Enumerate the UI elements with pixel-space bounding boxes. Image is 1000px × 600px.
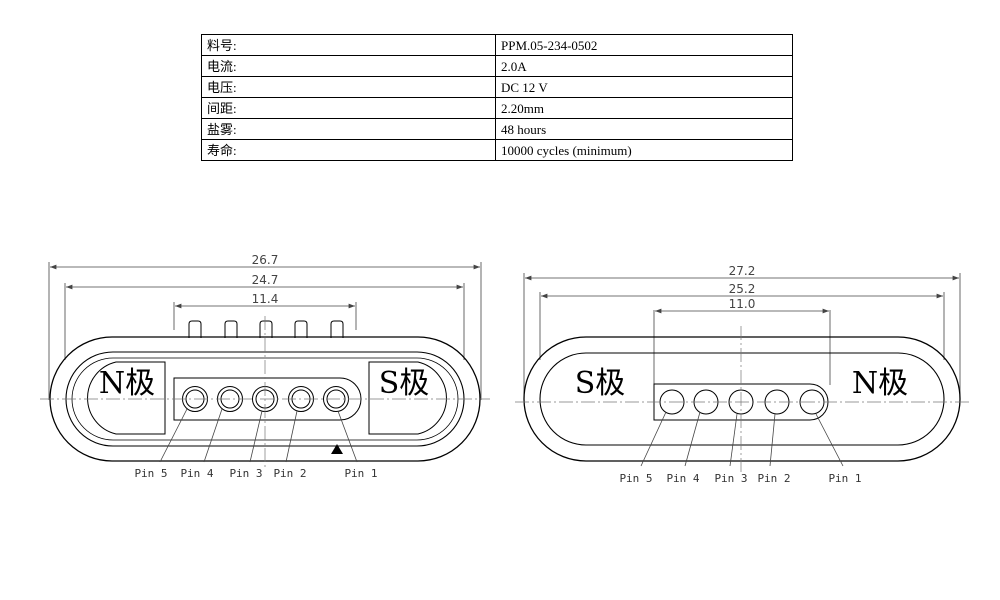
left-connector-view: 26.7 24.7 11.4 N极 S极: [40, 253, 490, 480]
spec-row: 盐雾:48 hours: [201, 118, 793, 140]
dim-overall-label: 26.7: [252, 253, 279, 267]
pin-leaders: [640, 411, 844, 467]
pin-label: Pin 5: [619, 472, 652, 485]
pin-label: Pin 2: [757, 472, 790, 485]
pin-label: Pin 1: [828, 472, 861, 485]
dim-overall-label: 27.2: [729, 264, 756, 278]
pin1-marker: [331, 444, 343, 454]
pole-label-right: S极: [379, 366, 430, 401]
pin-label: Pin 3: [714, 472, 747, 485]
spec-row: 电压:DC 12 V: [201, 76, 793, 98]
outer-housing: [523, 336, 961, 462]
dim-inner-label: 24.7: [252, 273, 279, 287]
pin-leaders: [159, 408, 358, 463]
top-pins: [188, 320, 344, 338]
pole-label-right: N极: [852, 366, 908, 401]
pin-label: Pin 5: [134, 467, 167, 480]
pin-insert: [173, 377, 362, 421]
pin-label: Pin 4: [180, 467, 213, 480]
dim-pin-span-label: 11.0: [729, 297, 756, 311]
spec-label: 寿命:: [201, 139, 496, 161]
dim-inner-label: 25.2: [729, 282, 756, 296]
pin-label: Pin 3: [229, 467, 262, 480]
magnet-pocket-right: [368, 361, 447, 435]
inner-housing: [539, 352, 945, 446]
dim-pin-span-label: 11.4: [252, 292, 279, 306]
spec-table: 料号:PPM.05-234-0502 电流:2.0A 电压:DC 12 V 间距…: [201, 34, 793, 161]
pole-label-left: N极: [99, 366, 155, 401]
pin-label: Pin 2: [273, 467, 306, 480]
spec-row: 寿命:10000 cycles (minimum): [201, 139, 793, 161]
pole-label-left: S极: [575, 366, 626, 401]
pin-label: Pin 1: [344, 467, 377, 480]
pin-insert: [653, 383, 829, 421]
magnet-pocket-left: [87, 361, 166, 435]
spec-label: 电压:: [201, 76, 496, 98]
pin-label: Pin 4: [666, 472, 699, 485]
spec-value: 10000 cycles (minimum): [495, 139, 793, 161]
right-connector-view: 27.2 25.2 11.0 S极 N极 Pin 5 Pin 4 Pin 3 P…: [515, 264, 970, 485]
